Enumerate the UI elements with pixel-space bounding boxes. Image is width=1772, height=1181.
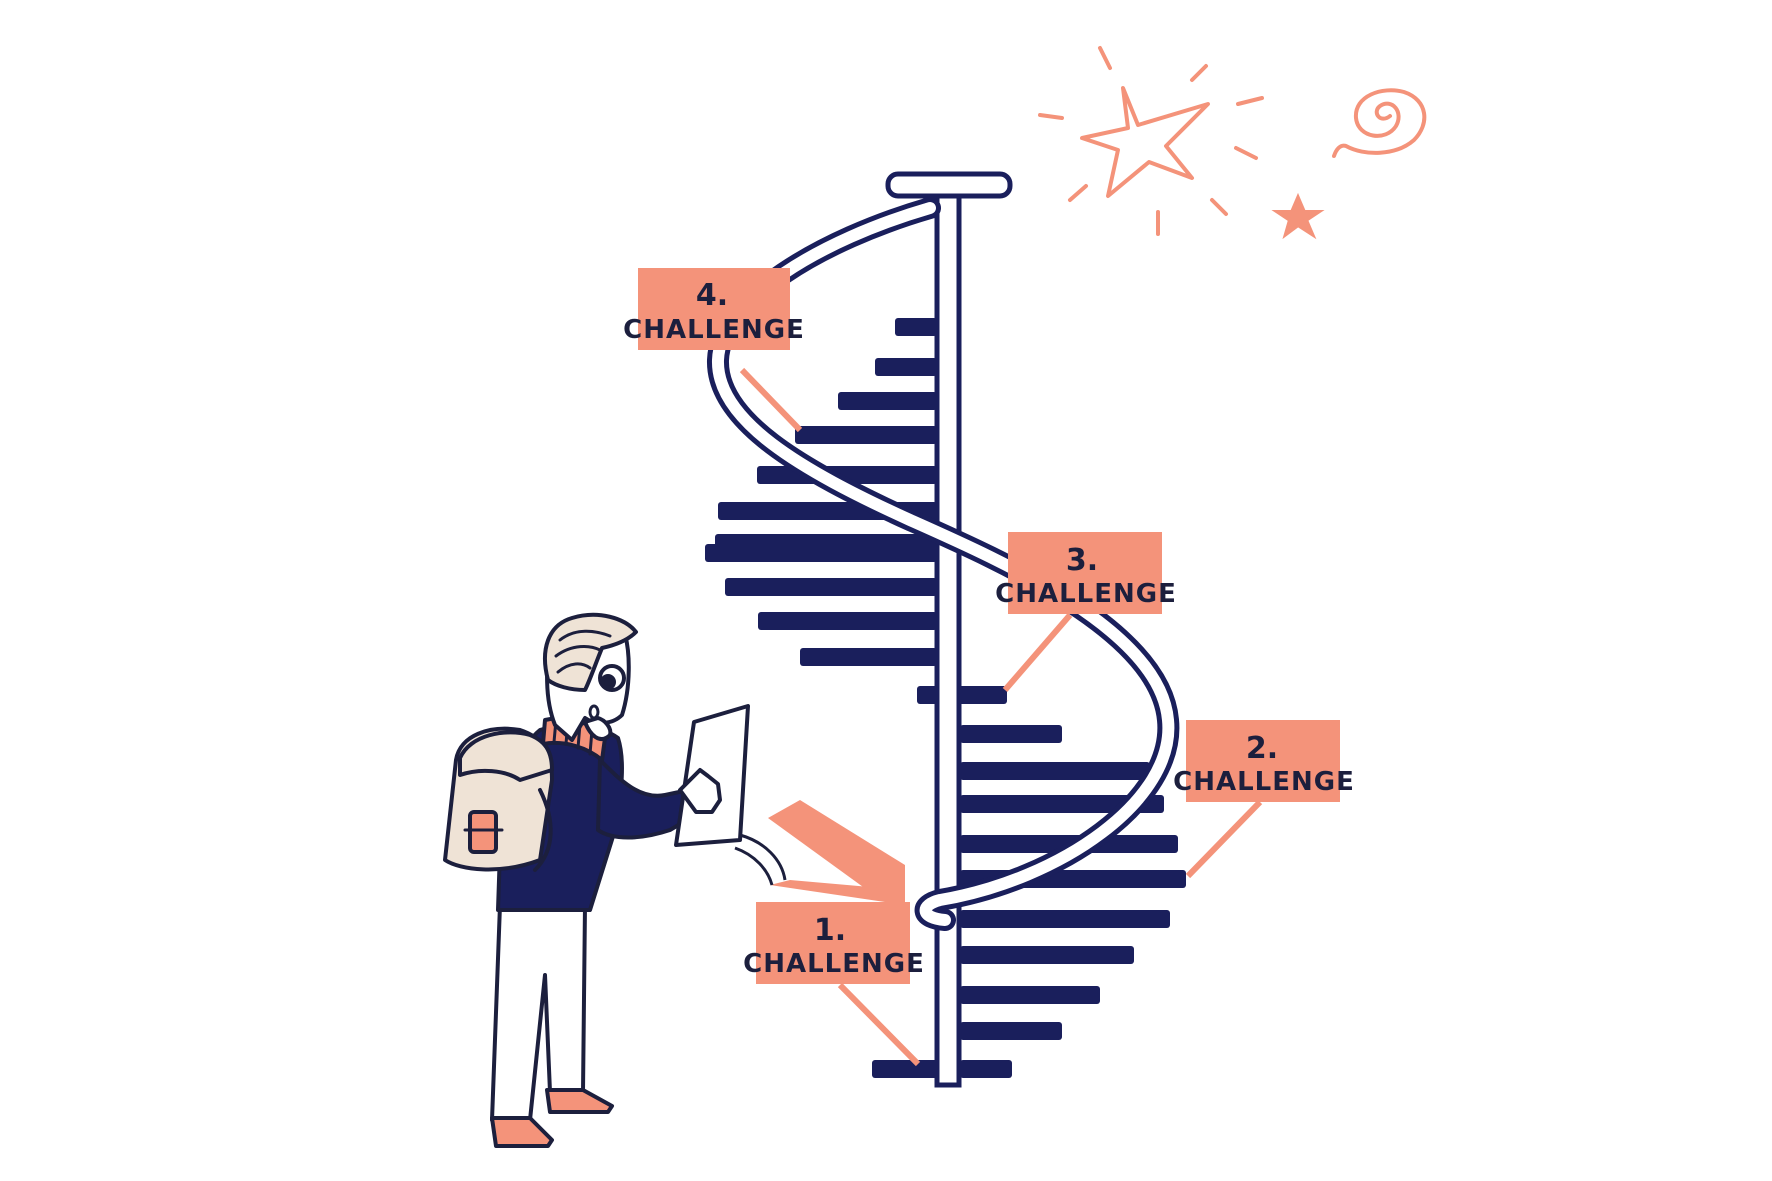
sign-post (1002, 613, 1073, 692)
stair-step (960, 762, 1150, 780)
motion-lines (739, 833, 787, 881)
sparkle-line (1038, 113, 1064, 120)
staircase-pole (885, 171, 1013, 1088)
challenge-number: 1. (814, 913, 846, 948)
challenge-label: CHALLENGE (995, 579, 1177, 609)
stair-step (960, 1060, 1012, 1078)
hair-stripe (556, 662, 592, 674)
backpack-strap (533, 788, 553, 872)
box-lid (768, 800, 905, 895)
mouth (588, 704, 600, 720)
pupil (600, 674, 616, 690)
stair-step (705, 544, 937, 562)
pole-top-cap (885, 171, 1013, 199)
stair-step (875, 358, 937, 376)
sparkle-line (1210, 198, 1228, 216)
stair-step (800, 648, 937, 666)
stair-step (960, 725, 1062, 743)
box-lid-flap (770, 880, 905, 905)
stair-step (917, 686, 1007, 704)
stair-step (758, 612, 937, 630)
chin-hand (583, 716, 613, 742)
stair-step (838, 392, 937, 410)
sparkle-line (1236, 96, 1264, 106)
sparkle-line (1098, 46, 1112, 70)
shoe-left (490, 1116, 554, 1148)
stair-step (960, 946, 1134, 964)
shoe-right (545, 1088, 614, 1114)
paper-map (674, 704, 750, 847)
challenge-sign-3: 3. CHALLENGE (995, 532, 1177, 692)
challenge-number: 2. (1246, 731, 1278, 766)
backpack-flap (458, 730, 554, 782)
motion-lines (734, 846, 774, 886)
trousers (490, 903, 587, 1122)
stair-step (895, 318, 937, 336)
sign-post (1185, 799, 1263, 879)
stair-step (725, 578, 937, 596)
sparkles-decoration (1038, 46, 1427, 240)
hair-stripe (554, 645, 602, 658)
challenge-sign-2: 2. CHALLENGE (1173, 720, 1355, 879)
sparkle-line (1234, 146, 1258, 160)
stair-step (960, 1022, 1062, 1040)
spiral-swirl-icon (1332, 88, 1427, 158)
challenge-sign-1: 1. CHALLENGE (734, 800, 925, 1067)
challenge-label: CHALLENGE (623, 315, 805, 345)
challenge-number: 3. (1066, 543, 1098, 578)
star-small-icon (1271, 192, 1325, 240)
challenge-label: CHALLENGE (743, 949, 925, 979)
hair-stripe (558, 629, 612, 642)
stair-step (795, 426, 937, 444)
sign-post (837, 982, 921, 1067)
stair-step (960, 986, 1100, 1004)
star-large-icon (1080, 86, 1210, 198)
hiker-character (443, 612, 750, 1148)
sparkle-line (1068, 184, 1088, 202)
hand (678, 768, 722, 814)
stair-step (960, 795, 1164, 813)
sign-post (739, 367, 803, 433)
challenge-sign-4: 4. CHALLENGE (623, 268, 805, 433)
stair-step (872, 1060, 938, 1078)
challenge-label: CHALLENGE (1173, 767, 1355, 797)
sparkle-line (1190, 64, 1208, 82)
bottle-pocket (468, 810, 498, 854)
challenge-number: 4. (696, 278, 728, 313)
stair-step (960, 910, 1170, 928)
